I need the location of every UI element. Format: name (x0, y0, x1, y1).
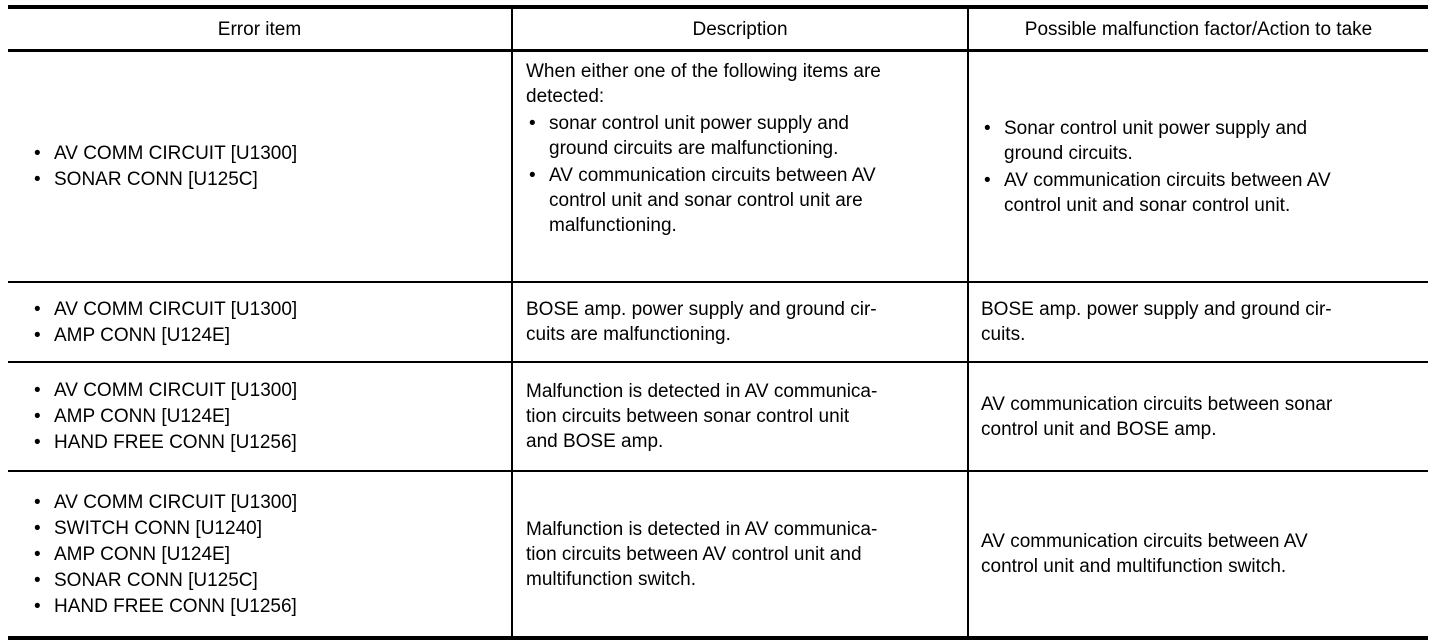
error-item-list: AV COMM CIRCUIT [U1300] AMP CONN [U124E]… (28, 378, 501, 455)
header-description: Description (511, 7, 968, 52)
header-row: Error item Description Possible malfunct… (8, 7, 1428, 52)
list-item: SONAR CONN [U125C] (28, 167, 501, 192)
description-text: Malfunction is detected in AV communica-… (526, 381, 878, 452)
action-cell: Sonar control unit power supply and grou… (967, 50, 1428, 282)
list-item: SWITCH CONN [U1240] (28, 516, 501, 541)
list-item: HAND FREE CONN [U1256] (28, 594, 501, 619)
error-item-cell: AV COMM CIRCUIT [U1300] SWITCH CONN [U12… (8, 470, 512, 638)
list-item: AV COMM CIRCUIT [U1300] (28, 141, 501, 166)
error-item-cell: AV COMM CIRCUIT [U1300] SONAR CONN [U125… (8, 51, 512, 283)
description-cell: Malfunction is detected in AV communica-… (511, 470, 968, 638)
action-list: Sonar control unit power supply and grou… (981, 116, 1418, 218)
list-item: AMP CONN [U124E] (28, 323, 501, 348)
action-text: BOSE amp. power supply and ground cir- c… (981, 299, 1332, 345)
list-item: AV COMM CIRCUIT [U1300] (28, 297, 501, 322)
error-code-table: Error item Description Possible malfunct… (8, 5, 1428, 640)
list-item: AMP CONN [U124E] (28, 404, 501, 429)
list-item: AV COMM CIRCUIT [U1300] (28, 490, 501, 515)
error-item-list: AV COMM CIRCUIT [U1300] SWITCH CONN [U12… (28, 490, 501, 619)
description-text: Malfunction is detected in AV communica-… (526, 518, 878, 590)
description-intro: When either one of the following items a… (526, 61, 881, 107)
action-text: AV communication circuits between AV con… (981, 531, 1308, 577)
table-row: AV COMM CIRCUIT [U1300] AMP CONN [U124E]… (8, 281, 1428, 362)
list-item: SONAR CONN [U125C] (28, 568, 501, 593)
description-cell: When either one of the following items a… (511, 50, 968, 282)
list-item: AV communication circuits between AV con… (981, 168, 1418, 218)
error-item-list: AV COMM CIRCUIT [U1300] SONAR CONN [U125… (28, 141, 501, 192)
list-item: HAND FREE CONN [U1256] (28, 430, 501, 455)
table-row: AV COMM CIRCUIT [U1300] AMP CONN [U124E]… (8, 361, 1428, 471)
list-item: Sonar control unit power supply and grou… (981, 116, 1418, 166)
error-item-cell: AV COMM CIRCUIT [U1300] AMP CONN [U124E] (8, 281, 512, 362)
action-text: AV communication circuits between sonar … (981, 393, 1333, 440)
table-row: AV COMM CIRCUIT [U1300] SWITCH CONN [U12… (8, 470, 1428, 638)
error-item-cell: AV COMM CIRCUIT [U1300] AMP CONN [U124E]… (8, 361, 512, 471)
list-item: sonar control unit power supply and grou… (526, 111, 957, 161)
action-cell: AV communication circuits between sonar … (967, 361, 1428, 471)
description-list: sonar control unit power supply and grou… (526, 111, 957, 238)
description-cell: BOSE amp. power supply and ground cir- c… (511, 281, 968, 362)
action-cell: BOSE amp. power supply and ground cir- c… (967, 281, 1428, 362)
header-error-item: Error item (8, 7, 512, 52)
list-item: AV communication circuits between AV con… (526, 163, 957, 238)
error-item-list: AV COMM CIRCUIT [U1300] AMP CONN [U124E] (28, 297, 501, 348)
list-item: AV COMM CIRCUIT [U1300] (28, 378, 501, 403)
action-cell: AV communication circuits between AV con… (967, 470, 1428, 638)
header-action: Possible malfunction factor/Action to ta… (967, 7, 1428, 52)
description-text: BOSE amp. power supply and ground cir- c… (526, 299, 877, 345)
table-row: AV COMM CIRCUIT [U1300] SONAR CONN [U125… (8, 50, 1428, 283)
list-item: AMP CONN [U124E] (28, 542, 501, 567)
description-cell: Malfunction is detected in AV communica-… (511, 361, 968, 471)
